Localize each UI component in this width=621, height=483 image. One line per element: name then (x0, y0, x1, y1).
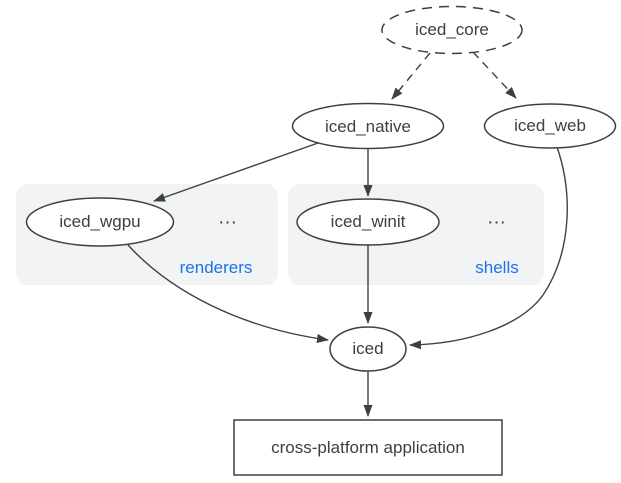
edge-web-to-iced (409, 146, 568, 350)
node-label-iced-web: iced_web (514, 115, 586, 135)
node-shape-iced-web (483, 103, 617, 149)
node-label-iced-winit: iced_winit (330, 211, 406, 231)
node-shape-iced-core (381, 5, 523, 55)
renderers-more-indicator: ... (218, 207, 238, 229)
node-shape-iced-wgpu (25, 197, 175, 247)
renderers-caption: renderers (179, 257, 253, 277)
node-shape-iced-native (291, 102, 445, 150)
edge-core-to-web (472, 51, 517, 99)
shells-caption: shells (475, 257, 519, 277)
node-shape-iced (329, 326, 407, 372)
node-shape-application (233, 419, 503, 476)
node-label-iced-native: iced_native (324, 116, 412, 136)
shells-more-indicator: ... (487, 207, 507, 229)
node-shape-iced-winit (296, 198, 440, 246)
edge-native-to-wgpu (153, 142, 319, 202)
edge-wgpu-to-iced (127, 244, 329, 343)
node-label-iced-core: iced_core (415, 19, 489, 39)
node-label-application: cross-platform application (271, 437, 465, 457)
edge-core-to-native (391, 52, 431, 100)
node-label-iced-wgpu: iced_wgpu (59, 211, 141, 231)
node-label-iced: iced (352, 338, 384, 358)
